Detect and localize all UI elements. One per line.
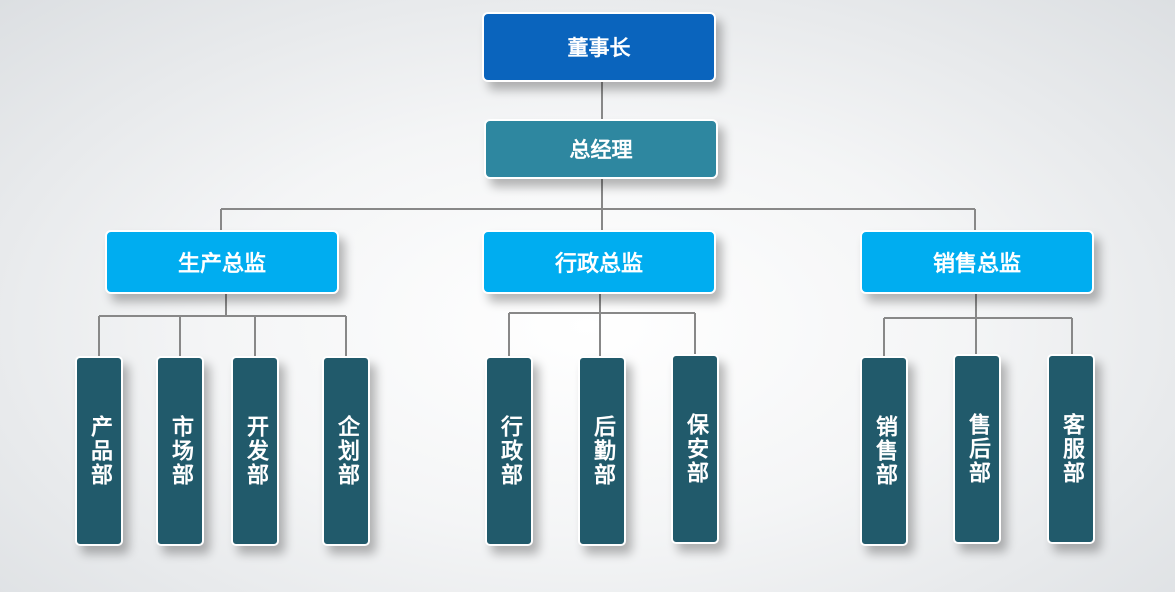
production-director-box: 生产总监 (105, 230, 339, 294)
general-manager-box: 总经理 (484, 119, 718, 179)
dept-planning-box: 企划部 (322, 356, 370, 546)
dept-marketing-box: 市场部 (156, 356, 204, 546)
dept-security-box: 保安部 (671, 354, 719, 544)
dept-after-sales-box: 售后部 (953, 354, 1001, 544)
dept-sales-box: 销售部 (860, 356, 908, 546)
dept-product-box: 产品部 (75, 356, 123, 546)
dept-logistics-box: 后勤部 (578, 356, 626, 546)
dept-administration-box: 行政部 (485, 356, 533, 546)
dept-development-box: 开发部 (231, 356, 279, 546)
sales-director-box: 销售总监 (860, 230, 1094, 294)
admin-director-box: 行政总监 (482, 230, 716, 294)
dept-customer-service-box: 客服部 (1047, 354, 1095, 544)
chairman-box: 董事长 (482, 12, 716, 82)
